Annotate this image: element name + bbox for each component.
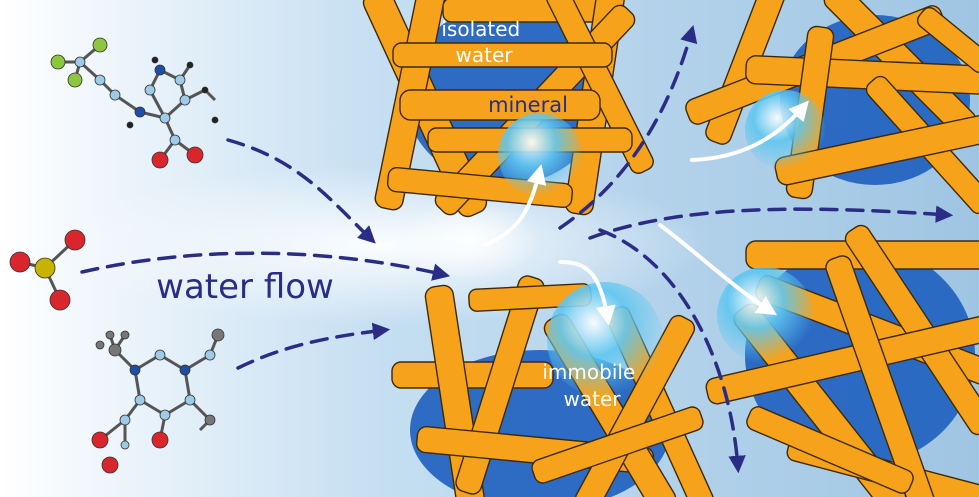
isolated-water-label: isolated water xyxy=(441,17,526,67)
atom-O xyxy=(151,151,169,169)
white-arrow xyxy=(690,100,809,162)
molecule-fluorinated xyxy=(50,37,219,169)
dashed-arrow xyxy=(226,138,376,244)
atom-C xyxy=(134,394,146,406)
flow-arrows-dashed xyxy=(80,24,954,474)
atom-M xyxy=(108,343,122,357)
atom-C xyxy=(184,394,196,406)
atom-O xyxy=(9,251,31,273)
atom-F xyxy=(50,54,66,70)
atom-C xyxy=(119,414,131,426)
atom-M xyxy=(120,330,130,340)
mineral-rod xyxy=(825,255,935,497)
atom-C xyxy=(154,349,166,361)
mineral-rod xyxy=(392,42,613,68)
mineral-cluster-top-right xyxy=(685,0,979,215)
atom-N xyxy=(129,364,141,376)
mineral-rod xyxy=(531,406,704,484)
dashed-arrow xyxy=(236,322,391,370)
molecule-sulfonyl xyxy=(9,229,86,311)
atom-H xyxy=(186,61,194,69)
immobile-water-label: immobile water xyxy=(542,360,641,411)
atom-H xyxy=(151,56,159,64)
atom-C xyxy=(159,409,171,421)
flow-glow-core xyxy=(400,200,540,280)
atom-F xyxy=(67,72,83,88)
atom-C xyxy=(74,56,86,68)
mineral-rod xyxy=(391,361,554,389)
atom-F xyxy=(92,37,108,53)
atom-C xyxy=(169,134,181,146)
atom-N xyxy=(134,106,146,118)
atom-M xyxy=(211,328,225,342)
atom-O xyxy=(64,229,86,251)
atom-O xyxy=(91,431,109,449)
atom-C xyxy=(120,440,130,450)
atom-C xyxy=(204,349,216,361)
mineral-rod xyxy=(399,89,601,121)
water-flow-label: water flow xyxy=(156,267,334,307)
atom-O xyxy=(186,146,204,164)
atom-M xyxy=(95,340,105,350)
dashed-arrow xyxy=(588,205,954,240)
atom-H xyxy=(126,121,134,129)
atom-O xyxy=(49,289,71,311)
atom-N xyxy=(179,364,191,376)
dashed-arrow xyxy=(558,24,698,230)
atom-N xyxy=(154,64,166,76)
atom-H xyxy=(201,86,209,94)
atom-C xyxy=(94,74,106,86)
molecule-quinolone xyxy=(91,328,225,474)
atom-M xyxy=(204,414,216,426)
mineral-rod xyxy=(386,166,574,209)
atom-S xyxy=(34,257,56,279)
dashed-arrow xyxy=(80,251,451,281)
atom-C xyxy=(179,94,191,106)
mineral-label: mineral xyxy=(488,93,568,117)
mineral-rod xyxy=(705,315,979,405)
dashed-arrow xyxy=(598,228,746,474)
atom-H xyxy=(211,116,219,124)
atom-C xyxy=(159,112,171,124)
mineral-rod xyxy=(916,6,979,74)
mineral-rod xyxy=(746,406,914,494)
atom-O xyxy=(151,431,169,449)
atom-C xyxy=(144,84,156,96)
atom-O xyxy=(101,456,119,474)
mineral-rod xyxy=(774,114,979,186)
atom-M xyxy=(105,330,115,340)
white-arrow xyxy=(483,164,547,247)
mineral-rod xyxy=(546,0,654,174)
white-arrow xyxy=(558,260,616,326)
flow-arrows-white xyxy=(483,100,809,326)
white-arrow xyxy=(658,223,778,316)
atom-C xyxy=(109,89,121,101)
mineral-cluster-top xyxy=(362,0,654,218)
atom-C xyxy=(174,74,186,86)
